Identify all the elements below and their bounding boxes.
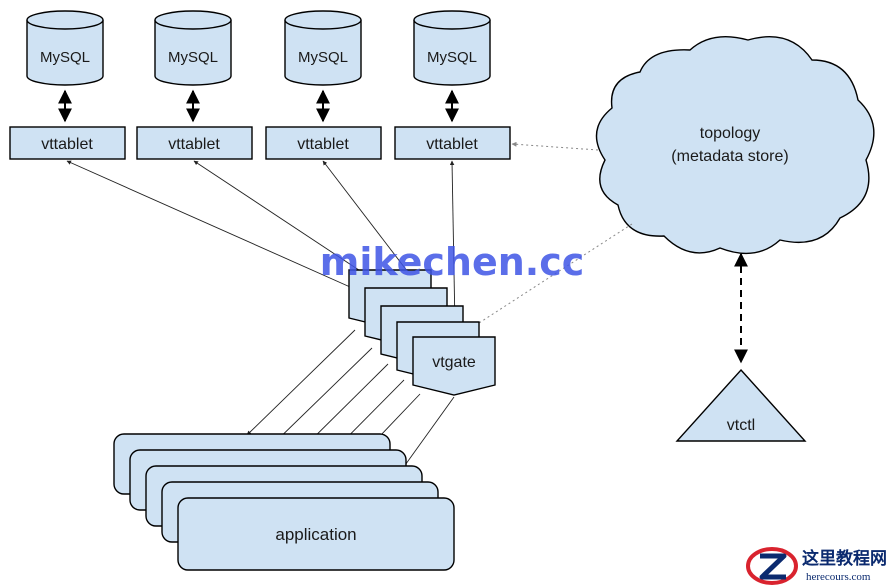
vtgate-stack: vtgate [348, 269, 496, 396]
vttablet-4: vttablet [394, 126, 511, 160]
topology-label: topology [700, 125, 761, 142]
vtctl: vtctl [675, 368, 807, 442]
vttablet-label: vttablet [297, 136, 349, 153]
vttablet-label: vttablet [426, 136, 478, 153]
topology-cloud: topology (metadata store) [595, 35, 875, 255]
site-logo: 这里教程网 herecours.com [746, 547, 887, 585]
vttablet-2: vttablet [136, 126, 253, 160]
vttablet-1: vttablet [9, 126, 126, 160]
application-label: application [275, 525, 356, 544]
vttablet-label: vttablet [41, 136, 93, 153]
watermark-text: mikechen.cc [320, 240, 585, 284]
mysql-db-4: MySQL [413, 10, 491, 86]
application-stack: application [113, 433, 455, 571]
vtgate: vtgate [412, 336, 496, 396]
vttablet-label: vttablet [168, 136, 220, 153]
mysql-vttablet-links [58, 89, 459, 123]
mysql-label: MySQL [168, 49, 218, 66]
mysql-db-3: MySQL [284, 10, 362, 86]
mysql-db-1: MySQL [26, 10, 104, 86]
vtctl-label: vtctl [727, 417, 755, 434]
mysql-label: MySQL [40, 49, 90, 66]
application: application [177, 497, 455, 571]
logo-z-icon [759, 553, 787, 580]
logo-english-text: herecours.com [806, 571, 871, 583]
vttablet-3: vttablet [265, 126, 382, 160]
topology-sublabel: (metadata store) [671, 148, 788, 165]
logo-chinese-text: 这里教程网 [802, 548, 887, 569]
mysql-label: MySQL [427, 49, 477, 66]
mysql-db-2: MySQL [154, 10, 232, 86]
mysql-label: MySQL [298, 49, 348, 66]
topology-links [461, 141, 633, 335]
logo-ring-icon [746, 547, 798, 585]
vtgate-label: vtgate [432, 354, 476, 371]
